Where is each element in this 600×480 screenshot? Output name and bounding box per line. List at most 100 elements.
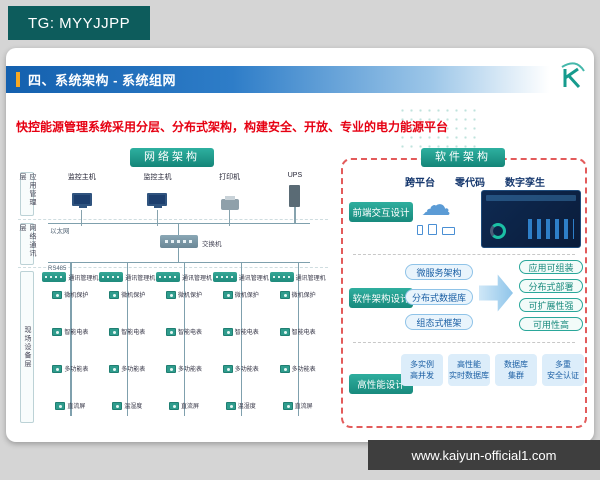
field-device-label: 智能电表 [177,330,202,336]
field-device-label: 多功能表 [64,367,89,373]
laptop-icon [442,227,455,235]
field-device-icon [55,401,66,410]
dashboard-preview [481,190,581,248]
field-device-icon [52,290,63,299]
page-title: 四、系统架构 - 系统组网 [28,73,177,88]
field-device-label: 微机保护 [234,293,259,299]
field-device-label: 直流屏 [67,404,86,410]
comm-hub-icon [155,272,180,282]
benefit-pill: 可用性高 [519,317,583,331]
device-group: 通讯管理机 微机保护 智能电表 多功能表 直流屏 [269,262,326,426]
perf-line1: 数据库 [504,360,528,369]
header-accent-mark [16,72,20,87]
field-device-label: 直流屏 [180,404,199,410]
layer-label-application: 应用管理层 [19,172,36,216]
field-device-icon [112,401,123,410]
device-icon [289,185,301,207]
frontend-design-label: 前端交互设计 [349,202,413,222]
connector-line [81,210,83,226]
perf-line1: 多实例 [410,360,434,369]
device-label: 监控主机 [67,174,96,181]
dashboard-header-decor [486,195,576,201]
connector-line [229,210,231,226]
field-device-icon [279,290,290,299]
field-device-icon [109,327,120,336]
row-divider [353,254,575,255]
field-device-icon [279,327,290,336]
frontend-feature-label: 零代码 [455,178,485,189]
perf-line2: 高并发 [410,371,434,380]
field-device-icon [52,364,63,373]
software-architecture-badge: 软件架构 [421,148,505,167]
comm-hub-label: 通讯管理机 [68,275,99,282]
flow-arrow-icon [479,274,513,312]
field-device-label: 多功能表 [291,367,316,373]
device-group: 通讯管理机 微机保护 智能电表 多功能表 直流屏 [42,262,99,426]
cross-platform-graphic: ☁ [403,190,469,235]
field-device-label: 直流屏 [294,404,313,410]
group-devices: 微机保护 智能电表 多功能表 直流屏 [269,290,326,410]
connector-line [156,210,159,226]
field-device: 温湿度 [212,401,269,410]
comm-hub-label: 通讯管理机 [125,275,156,282]
comm-hub-icon [42,272,67,282]
device-label: 打印机 [219,174,241,181]
benefit-pill: 分布式部署 [519,279,583,293]
field-device-icon [165,364,176,373]
row-divider [353,342,575,343]
field-device-label: 微机保护 [121,293,146,299]
network-switch-icon [160,235,198,248]
watermark-badge: TG: MYYJJPP [8,6,151,40]
group-devices: 微机保护 智能电表 多功能表 温湿度 [212,290,269,410]
device-icon [220,196,239,210]
field-device-icon [222,290,233,299]
field-device-label: 微机保护 [177,293,202,299]
network-diagram: 应用管理层 网络通讯层 现场设备层 监控主机 监控主机 打印机 UPS [14,148,332,430]
field-device-label: 温湿度 [237,404,256,410]
field-device-icon [222,327,233,336]
device-label: UPS [287,172,303,179]
device-icon [147,193,168,208]
device-label: 监控主机 [143,174,172,181]
group-devices: 微机保护 智能电表 多功能表 直流屏 [42,290,99,410]
benefit-pill: 可扩展性强 [519,298,583,312]
rs485-label: RS485 [48,266,67,272]
perf-line1: 高性能 [457,360,481,369]
field-device-label: 智能电表 [64,330,89,336]
top-device: UPS [288,172,302,226]
field-device: 微机保护 [212,290,269,299]
slide-subtitle: 快控能源管理系统采用分层、分布式架构，构建安全、开放、专业的电力能源平台 [16,120,449,134]
field-device-icon [282,401,293,410]
top-device: 监控主机 [143,172,171,226]
performance-card: 数据库 集群 [495,354,537,386]
performance-card: 多实例 高并发 [401,354,443,386]
architecture-benefits: 应用可组装分布式部署可扩展性强可用性高 [519,260,583,331]
field-device-icon [109,290,120,299]
layer-label-communication: 网络通讯层 [19,223,36,265]
field-device-label: 智能电表 [234,330,259,336]
top-device: 监控主机 [68,172,96,226]
field-device: 直流屏 [156,401,213,410]
dot-pattern-decor [398,106,478,150]
ethernet-bus-lower [48,262,310,263]
ethernet-label: 以太网 [50,228,70,235]
field-device: 温湿度 [99,401,156,410]
field-device: 多功能表 [156,364,213,373]
footer-url: www.kaiyun-official1.com [411,447,557,463]
software-panel: 跨平台零代码数字孪生 ☁ 前端交互设计 软件架构设计 高性能设计 微服务架构分布… [341,158,587,428]
field-device: 微机保护 [269,290,326,299]
field-device: 多功能表 [212,364,269,373]
cloud-icon: ☁ [421,188,451,223]
field-device: 微机保护 [42,290,99,299]
frontend-features: 跨平台零代码数字孪生 [405,174,545,189]
comm-hub-label: 通讯管理机 [181,275,212,282]
comm-hub-icon [99,272,124,282]
watermark-text: TG: MYYJJPP [28,14,131,32]
field-device-label: 多功能表 [121,367,146,373]
frontend-feature-label: 跨平台 [405,178,435,189]
performance-card: 多重 安全认证 [542,354,584,386]
layer-divider [18,219,328,220]
performance-card: 高性能 实时数据库 [448,354,490,386]
footer-url-bar: www.kaiyun-official1.com [368,440,600,470]
